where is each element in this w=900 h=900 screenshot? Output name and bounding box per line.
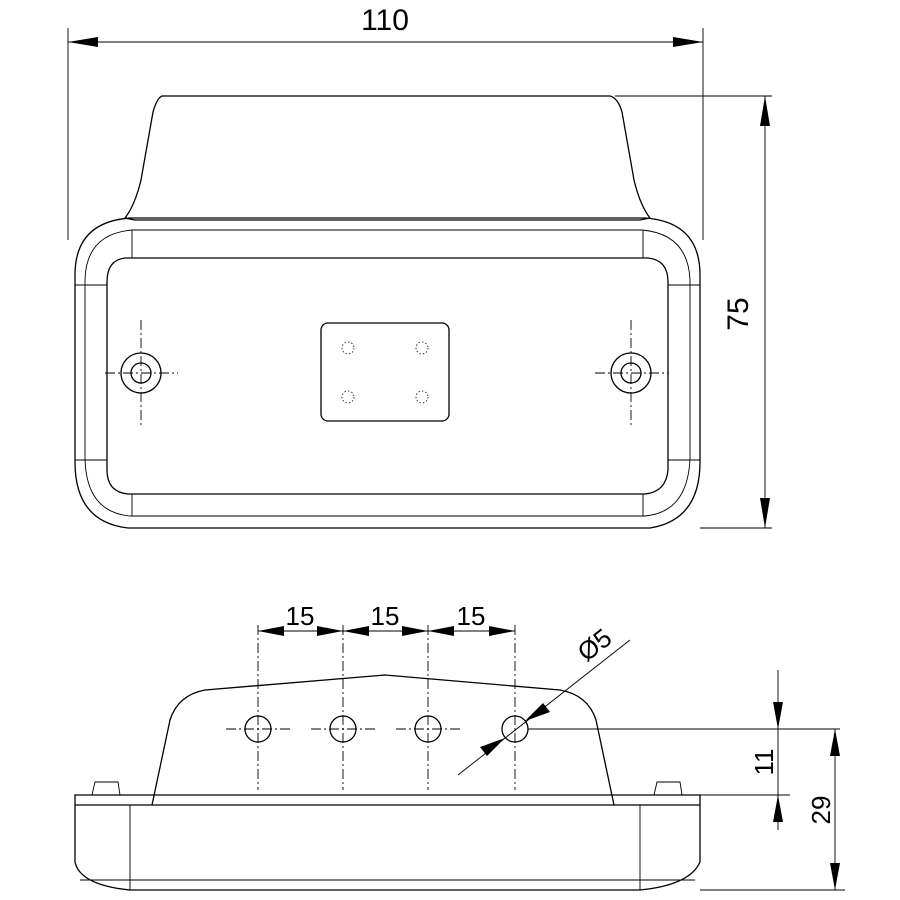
height-label: 75	[722, 297, 755, 330]
mounting-face	[106, 257, 669, 495]
diameter-label: Ø5	[572, 622, 618, 667]
width-dimension: 110	[67, 4, 704, 240]
spacing-label-3: 15	[457, 601, 486, 631]
side-view: 15 15 15 Ø5 11 29	[74, 601, 845, 891]
top-view: 110 75	[67, 4, 772, 529]
side-base-outline	[74, 794, 701, 891]
base-tab-right	[653, 781, 683, 796]
side-housing-outline	[151, 674, 615, 806]
base-tab-left	[91, 781, 121, 796]
total-height-label: 29	[806, 796, 836, 825]
mounting-hole-right	[595, 320, 668, 426]
height-dimension: 75	[615, 95, 772, 529]
base-plate-rim	[84, 229, 691, 517]
spacing-label-1: 15	[286, 601, 315, 631]
base-plate-outer	[74, 217, 701, 529]
connector-pad	[320, 322, 450, 422]
mounting-hole-left	[105, 320, 178, 426]
hole-height-dimension: 11	[528, 670, 840, 830]
spacing-dimension: 15 15 15	[258, 601, 515, 636]
total-height-dimension: 29	[700, 729, 845, 891]
width-label: 110	[361, 4, 409, 37]
diameter-dimension: Ø5	[457, 622, 631, 776]
lamp-housing-outline	[123, 95, 652, 221]
hole-height-label: 11	[749, 749, 779, 776]
spacing-label-2: 15	[371, 601, 400, 631]
